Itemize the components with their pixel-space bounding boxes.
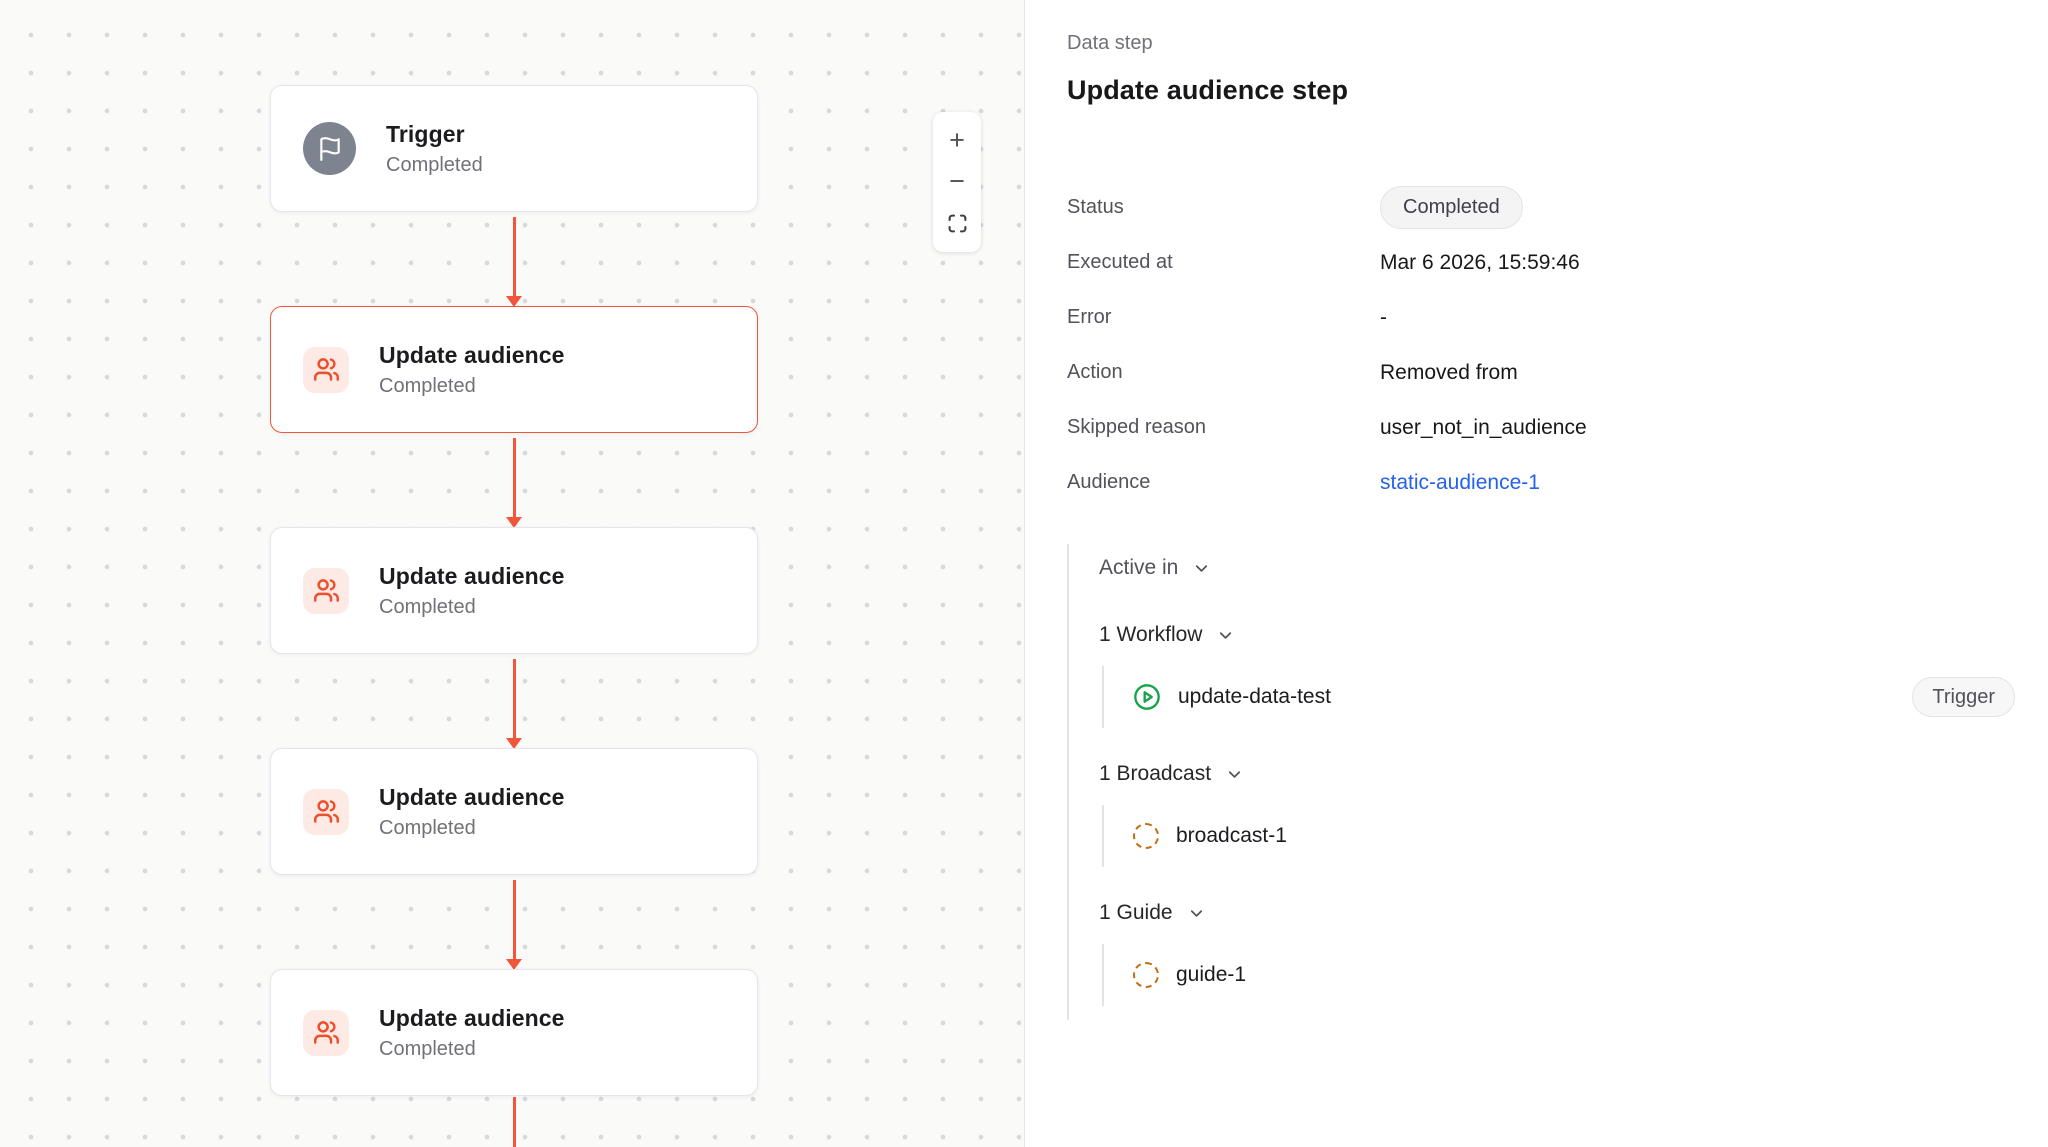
guide-group-toggle[interactable]: 1 Guide <box>1099 898 2015 928</box>
page-title: Update audience step <box>1067 75 1349 105</box>
chevron-down-icon <box>1216 626 1235 645</box>
flow-edge-arrow <box>513 217 516 297</box>
dashed-circle-icon <box>1133 962 1159 988</box>
flow-edge-arrow <box>513 880 516 960</box>
node-title: Update audience <box>379 562 565 589</box>
flow-node-update-audience[interactable]: Update audience Completed <box>270 748 758 875</box>
node-status: Completed <box>379 1037 476 1060</box>
fit-view-button[interactable] <box>933 206 981 240</box>
node-title: Update audience <box>379 783 565 810</box>
active-in-label: Active in <box>1099 556 1179 579</box>
chevron-down-icon <box>1187 904 1206 923</box>
field-value: user_not_in_audience <box>1380 415 1587 439</box>
field-row-error: Error - <box>1067 290 2015 345</box>
fullscreen-icon <box>947 213 968 234</box>
field-row-skipped-reason: Skipped reason user_not_in_audience <box>1067 400 2015 455</box>
users-icon <box>303 1009 349 1056</box>
node-title: Trigger <box>386 120 465 147</box>
flow-edge-arrow <box>513 659 516 739</box>
broadcast-group-toggle[interactable]: 1 Broadcast <box>1099 759 2015 789</box>
field-label: Skipped reason <box>1067 416 1206 438</box>
flow-node-update-audience-selected[interactable]: Update audience Completed <box>270 306 758 433</box>
field-label: Action <box>1067 361 1123 383</box>
active-in-section: Active in 1 Workflow update-data-test Tr… <box>1067 544 2015 1020</box>
field-label: Error <box>1067 306 1112 328</box>
node-title: Update audience <box>379 341 565 368</box>
flow-edge-arrow <box>513 438 516 518</box>
audience-link[interactable]: static-audience-1 <box>1380 470 1540 494</box>
node-status: Completed <box>379 595 476 618</box>
active-in-toggle[interactable]: Active in <box>1099 553 2015 583</box>
zoom-out-button[interactable]: − <box>933 165 981 199</box>
field-value: - <box>1380 305 1387 329</box>
guide-item-name: guide-1 <box>1176 963 1247 986</box>
flow-edge-arrow <box>513 1097 516 1147</box>
workflow-list-item[interactable]: update-data-test Trigger <box>1102 666 2015 728</box>
node-status: Completed <box>386 153 483 176</box>
field-row-status: Status Completed <box>1067 180 2015 235</box>
flow-node-update-audience[interactable]: Update audience Completed <box>270 527 758 654</box>
dashed-circle-icon <box>1133 823 1159 849</box>
guide-list-item[interactable]: guide-1 <box>1102 944 2015 1006</box>
field-row-audience: Audience static-audience-1 <box>1067 455 2015 510</box>
guide-group-label: 1 Guide <box>1099 901 1173 924</box>
step-details-panel: Data step Update audience step Status Co… <box>1025 0 2048 1147</box>
flag-icon <box>303 122 356 175</box>
node-title: Update audience <box>379 1004 565 1031</box>
flow-canvas[interactable]: Trigger Completed Update audience Comple… <box>0 0 1025 1147</box>
users-icon <box>303 788 349 835</box>
broadcast-item-name: broadcast-1 <box>1176 824 1287 847</box>
field-row-action: Action Removed from <box>1067 345 2015 400</box>
workflow-group-toggle[interactable]: 1 Workflow <box>1099 620 2015 650</box>
workflow-item-name: update-data-test <box>1178 685 1331 708</box>
field-row-executed-at: Executed at Mar 6 2026, 15:59:46 <box>1067 235 2015 290</box>
trigger-badge: Trigger <box>1912 677 2015 717</box>
field-label: Status <box>1067 196 1124 218</box>
flow-node-trigger[interactable]: Trigger Completed <box>270 85 758 212</box>
broadcast-list-item[interactable]: broadcast-1 <box>1102 805 2015 867</box>
node-status: Completed <box>379 374 476 397</box>
field-value: Removed from <box>1380 360 1518 384</box>
flow-node-update-audience[interactable]: Update audience Completed <box>270 969 758 1096</box>
minus-icon: − <box>949 166 965 197</box>
zoom-in-button[interactable]: + <box>933 124 981 158</box>
users-icon <box>303 346 349 393</box>
chevron-down-icon <box>1225 765 1244 784</box>
users-icon <box>303 567 349 614</box>
step-type-label: Data step <box>1067 32 1153 54</box>
broadcast-group-label: 1 Broadcast <box>1099 762 1212 785</box>
plus-icon: + <box>949 125 965 156</box>
step-fields: Status Completed Executed at Mar 6 2026,… <box>1067 180 2015 510</box>
node-status: Completed <box>379 816 476 839</box>
status-badge: Completed <box>1380 186 1523 229</box>
chevron-down-icon <box>1192 559 1211 578</box>
field-value: Mar 6 2026, 15:59:46 <box>1380 250 1580 274</box>
canvas-zoom-controls: + − <box>933 112 981 252</box>
field-label: Audience <box>1067 471 1151 493</box>
field-label: Executed at <box>1067 251 1173 273</box>
play-circle-icon <box>1133 683 1161 711</box>
workflow-group-label: 1 Workflow <box>1099 623 1203 646</box>
